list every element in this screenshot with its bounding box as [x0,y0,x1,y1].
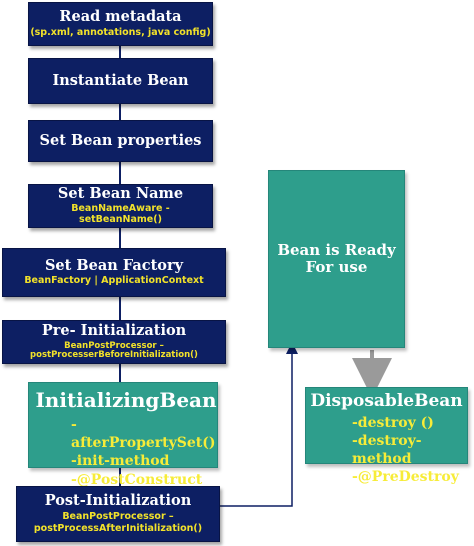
disposable-item: -@PreDestroy [352,469,459,486]
post-initialization-sub-line1: BeanPostProcessor – [62,511,174,523]
post-initialization-sub-line2: postProcessAfterInitialization() [33,523,203,535]
connector-post-to-ready [220,342,298,507]
disposable-bean-list: -destroy () -destroy-method -@PreDestroy [352,414,459,487]
bean-ready-box: Bean is Ready For use [268,170,405,348]
step-initializing-bean: InitializingBean -afterPropertySet() -in… [28,382,218,488]
disposable-bean-title: DisposableBean [310,391,463,411]
step-set-bean-name: Set Bean Name BeanNameAware - setBeanNam… [28,184,213,228]
step-read-metadata-sub: (sp.xml, annotations, java config) [30,26,211,38]
step-set-bean-properties: Set Bean properties [28,120,213,162]
step-post-initialization: Post-Initialization BeanPostProcessor – … [16,486,220,542]
disposable-bean-box: DisposableBean -destroy () -destroy-meth… [305,387,468,485]
bean-ready-line2: For use [305,258,368,276]
disposable-item: -destroy () [352,414,434,431]
step-set-bean-factory-title: Set Bean Factory [44,256,184,274]
step-set-bean-factory: Set Bean Factory BeanFactory | Applicati… [2,248,226,297]
initializing-item: -@PostConstruct [71,471,203,488]
step-set-bean-properties-title: Set Bean properties [39,131,202,149]
initializing-bean-title: InitializingBean [35,388,217,412]
post-initialization-title: Post-Initialization [44,491,192,509]
bean-ready-line1: Bean is Ready [277,240,396,259]
initializing-item: -afterPropertySet() [71,417,216,452]
disposable-item: -destroy-method [352,432,422,467]
step-set-bean-name-title: Set Bean Name [57,184,184,202]
step-read-metadata-title: Read metadata [59,8,182,26]
step-set-bean-name-sub: BeanNameAware - setBeanName() [71,203,170,226]
step-pre-initialization: Pre- Initialization BeanPostProcessor –p… [2,320,226,364]
step-pre-initialization-sub: BeanPostProcessor –postProcesserBeforeIn… [30,340,198,361]
step-instantiate-bean-title: Instantiate Bean [52,71,189,89]
step-instantiate-bean: Instantiate Bean [28,58,213,104]
initializing-item: -init-method [71,453,170,470]
step-pre-initialization-title: Pre- Initialization [41,321,187,339]
step-read-metadata: Read metadata (sp.xml, annotations, java… [28,2,213,46]
step-set-bean-factory-sub: BeanFactory | ApplicationContext [24,275,204,287]
initializing-bean-list: -afterPropertySet() -init-method -@PostC… [71,416,216,489]
